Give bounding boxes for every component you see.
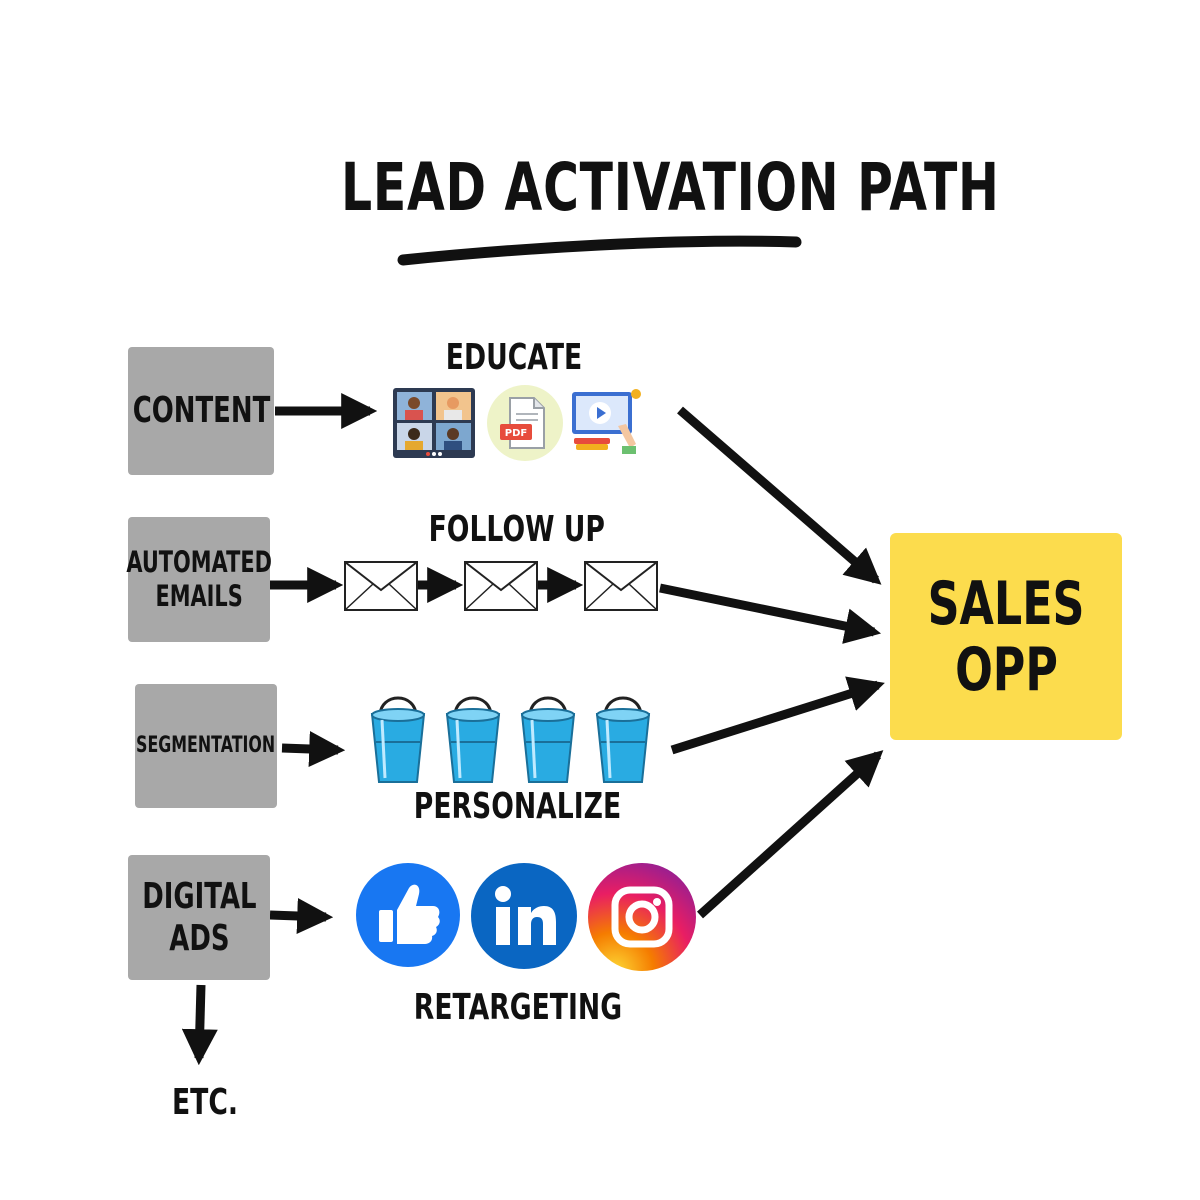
arrow-educate-to-sales bbox=[677, 406, 882, 585]
educate-label: EDUCATE bbox=[445, 337, 583, 378]
bucket-icon bbox=[445, 696, 501, 783]
bucket-icon bbox=[370, 696, 426, 783]
video-call-icon bbox=[393, 388, 475, 458]
instagram-icon bbox=[588, 863, 696, 971]
segmentation-box: SEGMENTATION bbox=[135, 684, 277, 808]
sales-opp-line2: OPP bbox=[954, 634, 1058, 705]
arrow-segmentation-to-personalize bbox=[281, 730, 346, 767]
envelope-icon bbox=[344, 561, 418, 611]
linkedin-icon bbox=[471, 863, 577, 969]
arrow-retargeting-to-sales bbox=[696, 750, 884, 919]
digital-ads-label: DIGITAL ADS bbox=[141, 876, 257, 959]
arrow-digitalads-to-retargeting bbox=[269, 897, 334, 934]
envelope-icon bbox=[464, 561, 538, 611]
segmentation-label: SEGMENTATION bbox=[136, 733, 276, 759]
envelope-icon bbox=[584, 561, 658, 611]
video-lesson-icon bbox=[572, 389, 641, 454]
bucket-icon bbox=[520, 696, 576, 783]
svg-text:PDF: PDF bbox=[505, 428, 527, 439]
follow-up-label: FOLLOW UP bbox=[428, 509, 605, 550]
arrow-digitalads-to-etc bbox=[181, 984, 218, 1066]
arrow-personalize-to-sales bbox=[670, 676, 885, 755]
content-box: CONTENT bbox=[128, 347, 274, 475]
sales-opp-line1: SALES bbox=[927, 568, 1085, 639]
etc-label: ETC. bbox=[171, 1082, 239, 1123]
pdf-document-icon: PDF bbox=[487, 385, 563, 461]
facebook-like-icon bbox=[356, 863, 460, 967]
digital-ads-box: DIGITAL ADS bbox=[128, 855, 270, 980]
arrow-followup-to-sales bbox=[659, 583, 882, 644]
content-label: CONTENT bbox=[132, 390, 270, 432]
retargeting-label: RETARGETING bbox=[413, 987, 623, 1028]
sales-opp-box: SALES OPP bbox=[890, 533, 1122, 740]
automated-emails-box: AUTOMATED EMAILS bbox=[126, 517, 272, 642]
personalize-label: PERSONALIZE bbox=[413, 786, 622, 827]
diagram-title: LEAD ACTIVATION PATH bbox=[341, 149, 1000, 226]
title-underline bbox=[397, 235, 802, 266]
bucket-icon bbox=[595, 696, 651, 783]
automated-emails-label: AUTOMATED EMAILS bbox=[126, 545, 272, 613]
